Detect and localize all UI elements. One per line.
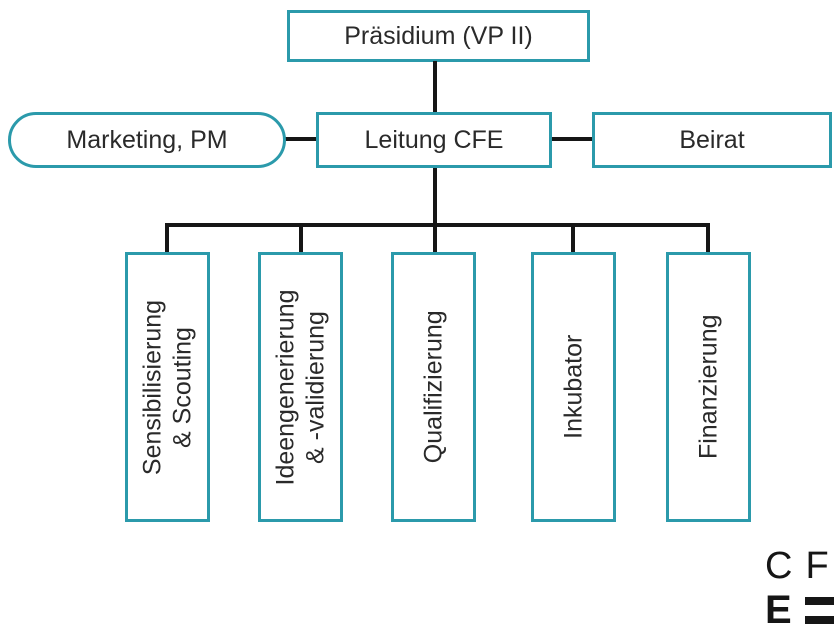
node-praesidium-label: Präsidium (VP II) xyxy=(344,21,533,50)
connector-praesidium-leitung xyxy=(433,61,437,113)
connector-leitung-beirat xyxy=(550,137,594,141)
node-ideengenerierung-validierung-label: Ideengenerierung & -validierung xyxy=(271,289,329,485)
connector-bus-horizontal xyxy=(165,223,710,227)
node-sensibilisierung-scouting-label: Sensibilisierung & Scouting xyxy=(138,299,196,475)
connector-leitung-bus xyxy=(433,167,437,227)
node-sensibilisierung-scouting: Sensibilisierung & Scouting xyxy=(125,252,210,522)
node-qualifizierung: Qualifizierung xyxy=(391,252,476,522)
node-inkubator: Inkubator xyxy=(531,252,616,522)
node-qualifizierung-label: Qualifizierung xyxy=(418,310,447,464)
cfe-logo-letter-f: F xyxy=(805,545,829,587)
connector-drop-finanzierung xyxy=(706,223,710,254)
connector-drop-qualifizierung xyxy=(433,223,437,254)
node-beirat: Beirat xyxy=(592,112,832,168)
double-bar-icon-bottom xyxy=(805,615,835,624)
node-finanzierung-label: Finanzierung xyxy=(693,314,722,460)
double-bar-icon-top xyxy=(805,596,835,605)
node-marketing-pm: Marketing, PM xyxy=(8,112,286,168)
node-praesidium: Präsidium (VP II) xyxy=(287,10,590,62)
node-inkubator-label: Inkubator xyxy=(558,334,587,440)
connector-drop-sensibilisierung xyxy=(165,223,169,254)
node-leitung-cfe: Leitung CFE xyxy=(316,112,552,168)
cfe-logo-letter-e: E xyxy=(765,588,792,632)
node-leitung-cfe-label: Leitung CFE xyxy=(364,125,504,154)
node-finanzierung: Finanzierung xyxy=(666,252,751,522)
connector-marketing-leitung xyxy=(284,137,318,141)
cfe-logo: C F E xyxy=(765,545,835,632)
cfe-logo-letter-c: C xyxy=(765,545,793,587)
node-ideengenerierung-validierung: Ideengenerierung & -validierung xyxy=(258,252,343,522)
double-bar-icon xyxy=(805,596,835,624)
node-beirat-label: Beirat xyxy=(679,125,745,154)
node-marketing-pm-label: Marketing, PM xyxy=(66,125,228,154)
connector-drop-inkubator xyxy=(571,223,575,254)
connector-drop-ideengenerierung xyxy=(299,223,303,254)
